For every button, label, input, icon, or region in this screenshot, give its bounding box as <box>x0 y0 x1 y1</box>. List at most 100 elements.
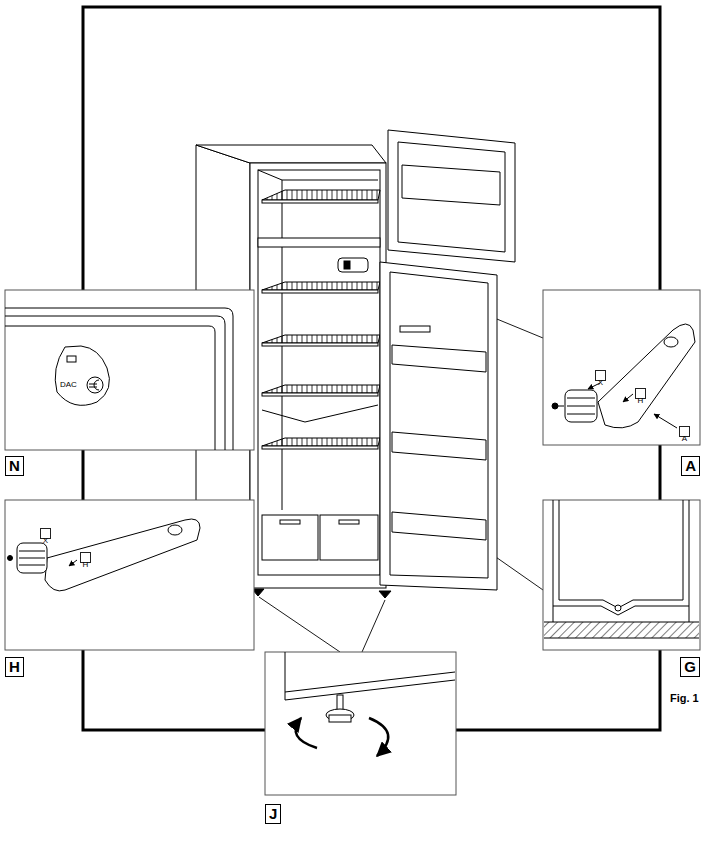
inset-letter: G <box>680 657 700 677</box>
drawing-part <box>654 414 677 428</box>
levelling-foot-detail <box>285 652 455 756</box>
drawing-part <box>19 565 45 566</box>
drawing-part <box>362 600 385 652</box>
drawing-part <box>280 520 300 524</box>
detail-inset: N <box>5 290 254 450</box>
drawing-part <box>398 142 505 252</box>
drawing-part <box>262 385 380 393</box>
drawing-part <box>392 432 486 460</box>
drawing-part <box>5 316 225 450</box>
drawing-part <box>89 387 97 388</box>
drawing-part <box>379 591 391 598</box>
drain-channel-detail <box>544 500 699 638</box>
drawing-part <box>67 356 76 362</box>
drawing-part <box>567 414 595 415</box>
drawing-part <box>400 326 430 332</box>
inset-letter: N <box>5 456 24 476</box>
drawing-part <box>94 380 99 390</box>
drawing-part <box>615 605 621 611</box>
drawing-part <box>262 405 378 422</box>
drawing-part <box>262 190 380 200</box>
inset-letter: A <box>681 456 700 476</box>
drawing-part <box>544 638 699 639</box>
drawing-part <box>258 170 380 575</box>
drawing-part <box>552 403 558 409</box>
callout-box: A <box>679 426 690 437</box>
inset-grounds <box>5 290 700 795</box>
drawing-part <box>258 170 378 180</box>
drawing-part <box>567 406 595 407</box>
drawing-part <box>262 335 380 343</box>
drawing-part <box>390 272 488 578</box>
callout-letter: X <box>598 378 603 387</box>
inset-letter: J <box>265 804 281 824</box>
drawing-part <box>344 261 350 269</box>
drawing-part <box>559 500 560 600</box>
drawing-part <box>196 145 386 163</box>
drawing-part <box>388 130 515 262</box>
drawing-part <box>262 200 378 203</box>
knob-marking: DAC <box>60 380 77 389</box>
drawing-part <box>543 290 700 445</box>
drawing-part <box>392 512 486 540</box>
drawing-part <box>567 398 595 399</box>
drawing-part <box>285 680 455 700</box>
callout-box: H <box>80 552 91 563</box>
drawing-part <box>558 406 564 407</box>
figure-number: Fig. 1 <box>670 692 699 704</box>
drawing-part <box>262 290 378 293</box>
drawing-part <box>262 515 318 560</box>
drawing-part <box>262 282 380 290</box>
callout-box: X <box>595 370 606 381</box>
inset-letter: H <box>5 657 24 677</box>
drawing-part <box>553 606 689 615</box>
detail-inset: A X H A <box>543 290 700 445</box>
drawing-part <box>565 390 597 422</box>
drawing-part <box>5 500 254 650</box>
drawing-part <box>5 326 215 450</box>
callout-letter: H <box>83 560 89 569</box>
drawing-part <box>339 520 359 524</box>
drawing-part <box>369 718 388 756</box>
drawing-part <box>683 500 684 600</box>
drawing-part <box>19 551 45 552</box>
detail-inset: G <box>543 500 700 650</box>
drawing-part <box>55 346 109 405</box>
drawing-part <box>544 622 699 638</box>
drawing-part <box>69 560 77 566</box>
drawing-part <box>285 652 286 700</box>
drawing-part <box>689 500 690 622</box>
callout-box: H <box>635 388 646 399</box>
thermostat-detail <box>8 519 201 591</box>
drawing-part <box>296 718 317 748</box>
drawing-part <box>262 438 380 446</box>
callout-letter: A <box>682 434 687 443</box>
drawing-part <box>402 165 500 205</box>
drawing-part <box>45 519 200 591</box>
drawing-part <box>623 394 633 402</box>
drawing-part <box>168 525 182 535</box>
drawing-part <box>8 556 13 561</box>
drawing-part <box>598 324 695 428</box>
callout-letter: H <box>638 396 644 405</box>
drawing-part <box>89 384 97 385</box>
drawing-part <box>87 377 103 393</box>
thermostat-detail <box>552 324 695 428</box>
drawing-part <box>262 446 378 449</box>
drawing-part <box>338 258 368 272</box>
drawing-part <box>19 558 45 559</box>
drawing-part <box>664 337 678 347</box>
drawing-part <box>553 500 554 622</box>
drawing-part <box>265 652 456 795</box>
drawing-part <box>17 543 47 573</box>
detail-inset: HXH <box>5 500 254 650</box>
drawing-part <box>326 709 354 721</box>
drawing-part <box>285 672 455 692</box>
control-knob-detail <box>5 308 233 450</box>
drawing-part <box>262 393 378 396</box>
drawing-part <box>544 622 699 623</box>
drawing-part <box>262 343 378 346</box>
